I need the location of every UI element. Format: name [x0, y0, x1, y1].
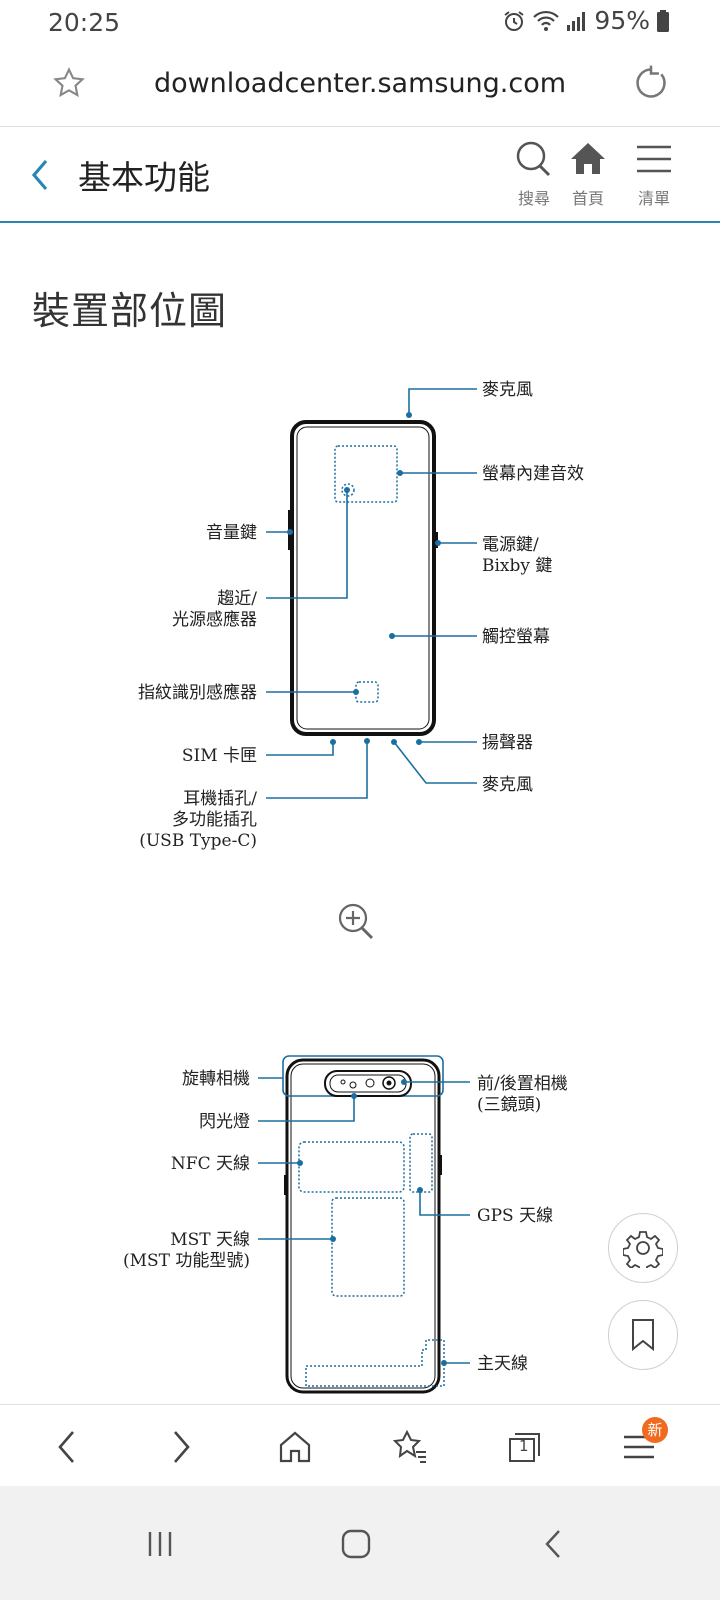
toolbar-home-icon	[279, 1431, 311, 1463]
front-device-diagram: 麥克風 螢幕內建音效 音量鍵 電源鍵/ Bixby 鍵 趨近/ 光源感應器 觸控…	[138, 380, 584, 851]
back-chevron-icon[interactable]	[28, 155, 52, 195]
label-earphone-2: 多功能插孔	[172, 810, 257, 830]
front-power-button	[434, 532, 438, 548]
toolbar-menu-button[interactable]: 新	[614, 1417, 668, 1469]
back-arrow-icon	[58, 1431, 74, 1463]
camera-module	[324, 1070, 412, 1097]
label-mic-top: 麥克風	[482, 380, 533, 400]
bookmark-icon	[632, 1319, 654, 1352]
battery-icon	[657, 9, 669, 32]
site-title: 基本功能	[78, 158, 210, 197]
label-gps: GPS 天線	[477, 1206, 553, 1226]
header-home-button[interactable]: 首頁	[560, 139, 616, 209]
nav-back-icon	[545, 1530, 560, 1558]
tabs-count: 1	[519, 1437, 529, 1455]
label-nfc: NFC 天線	[171, 1154, 250, 1174]
label-screen-sound: 螢幕內建音效	[482, 464, 584, 484]
settings-fab[interactable]	[608, 1213, 678, 1283]
toolbar-forward-button[interactable]	[156, 1425, 206, 1469]
label-camera-2: (三鏡頭)	[477, 1095, 541, 1115]
star-icon[interactable]	[52, 66, 86, 100]
label-volume-key: 音量鍵	[206, 523, 257, 543]
label-speaker: 揚聲器	[482, 733, 533, 753]
browser-url-bar: downloadcenter.samsung.com	[0, 44, 720, 127]
status-icons: 95%	[502, 6, 670, 35]
label-fingerprint: 指紋識別感應器	[138, 682, 257, 703]
page-heading: 裝置部位圖	[32, 289, 228, 333]
home-label: 首頁	[571, 189, 604, 208]
forward-arrow-icon	[174, 1431, 190, 1463]
status-bar: 20:25 95%	[0, 0, 720, 44]
settings-gear-icon	[623, 1231, 663, 1268]
label-power-key-2: Bixby 鍵	[482, 556, 552, 576]
label-earphone-3: (USB Type-C)	[139, 831, 257, 851]
menu-label: 清單	[637, 189, 670, 208]
label-rotating-camera: 旋轉相機	[182, 1069, 250, 1089]
reload-icon[interactable]	[632, 64, 670, 102]
search-label: 搜尋	[517, 189, 550, 208]
header-search-button[interactable]: 搜尋	[506, 139, 562, 209]
back-phone-body	[285, 1058, 441, 1394]
header-menu-button[interactable]: 清單	[626, 139, 682, 209]
battery-percent: 95%	[594, 6, 650, 35]
status-time: 20:25	[48, 8, 121, 37]
site-header: 基本功能 搜尋 首頁 清單	[0, 127, 720, 223]
toolbar-home-button[interactable]	[270, 1425, 320, 1469]
nav-home-button[interactable]	[326, 1514, 386, 1574]
signal-icon	[567, 11, 586, 31]
label-power-key-1: 電源鍵/	[482, 535, 539, 555]
label-camera-1: 前/後置相機	[477, 1074, 568, 1094]
label-mic-bottom: 麥克風	[482, 775, 533, 795]
recent-apps-icon	[148, 1532, 172, 1556]
tabs-icon	[509, 1433, 540, 1462]
label-flash: 閃光燈	[199, 1112, 250, 1132]
wifi-icon	[533, 10, 560, 31]
menu-icon	[637, 145, 671, 173]
label-main-antenna: 主天線	[477, 1354, 528, 1374]
home-icon	[571, 143, 605, 174]
label-mst-2: (MST 功能型號)	[123, 1251, 250, 1271]
toolbar-back-button[interactable]	[42, 1425, 92, 1469]
system-nav-bar	[0, 1486, 720, 1600]
recent-apps-button[interactable]	[130, 1514, 190, 1574]
toolbar-bookmarks-button[interactable]	[385, 1425, 435, 1469]
nav-home-icon	[341, 1529, 371, 1559]
front-phone-body	[290, 420, 436, 736]
label-touchscreen: 觸控螢幕	[482, 627, 550, 647]
back-device-diagram: 旋轉相機 前/後置相機 (三鏡頭) 閃光燈 NFC 天線 GPS 天線 MST …	[123, 1055, 568, 1394]
browser-toolbar: 1 新	[0, 1404, 720, 1487]
label-sim-tray: SIM 卡匣	[182, 746, 257, 766]
bookmark-fab[interactable]	[608, 1300, 678, 1370]
url-text[interactable]: downloadcenter.samsung.com	[153, 68, 567, 99]
alarm-icon	[504, 10, 525, 31]
toolbar-tabs-button[interactable]: 1	[500, 1425, 550, 1469]
menu-new-badge: 新	[642, 1417, 668, 1443]
nav-back-button[interactable]	[524, 1514, 584, 1574]
label-proximity-1: 趨近/	[217, 589, 257, 609]
zoom-in-icon[interactable]	[337, 902, 377, 942]
bookmarks-star-icon	[392, 1430, 426, 1463]
label-mst-1: MST 天線	[170, 1230, 250, 1250]
device-layout-diagram: 麥克風 螢幕內建音效 音量鍵 電源鍵/ Bixby 鍵 趨近/ 光源感應器 觸控…	[123, 380, 584, 1394]
label-earphone-1: 耳機插孔/	[183, 789, 257, 809]
label-proximity-2: 光源感應器	[172, 609, 257, 630]
search-icon	[516, 141, 551, 177]
